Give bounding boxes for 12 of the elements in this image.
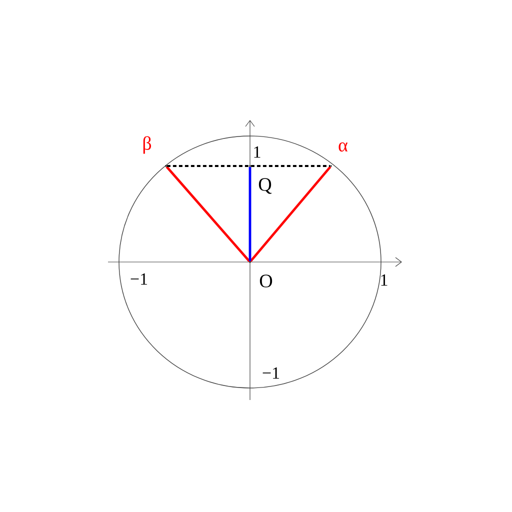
point-label: β — [143, 136, 152, 154]
tick-label: 1 — [381, 274, 388, 286]
tick-label: 1 — [254, 146, 260, 158]
segment — [166, 166, 250, 262]
point-label: O — [260, 274, 272, 288]
point-label: Q — [258, 178, 272, 194]
point-label: α — [338, 142, 348, 152]
segment — [248, 166, 252, 262]
dashed-line — [166, 165, 330, 167]
segment — [250, 166, 332, 262]
tick-label: −1 — [262, 367, 280, 379]
tick-label: −1 — [130, 273, 148, 285]
